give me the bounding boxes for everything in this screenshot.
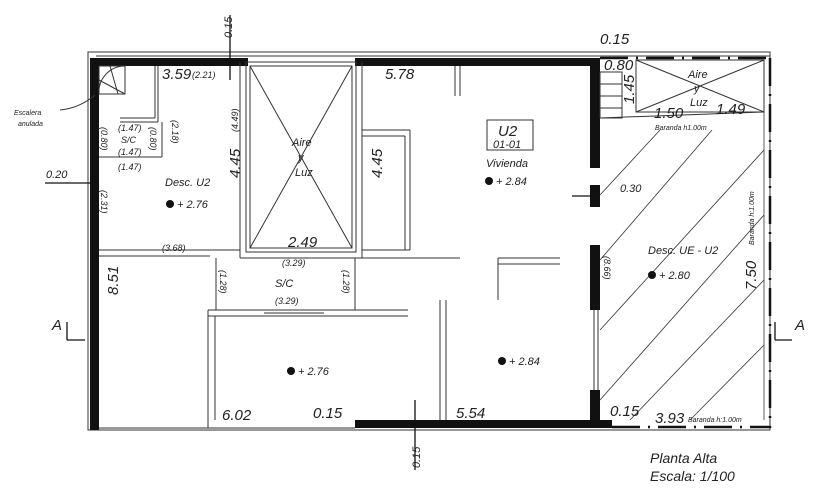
room-sc-mid: S/C <box>275 278 293 290</box>
dim-080: 0.80 <box>604 57 634 74</box>
outline <box>87 51 771 431</box>
room-desc-ue: Desc. UE - U2 <box>648 245 718 257</box>
dim-329a: (3.29) <box>282 258 306 268</box>
plan-scale: Escala: 1/100 <box>650 468 735 484</box>
dim-150: 1.50 <box>654 105 684 122</box>
aire-luz-1-l1: Aire <box>291 137 312 149</box>
dim-329b: (3.29) <box>275 296 299 306</box>
dim-right-top: 0.15 <box>600 31 630 48</box>
dim-sc-147a: (1.47) <box>118 123 142 133</box>
level-desc-u2: + 2.76 <box>177 199 209 211</box>
dim-030: 0.30 <box>620 183 642 195</box>
stair-icon <box>59 65 623 119</box>
dim-right-bottom: 0.15 <box>610 403 640 420</box>
section-marker-left: A <box>51 317 62 334</box>
interior-walls <box>99 61 560 428</box>
room-desc-u2: Desc. U2 <box>165 177 210 189</box>
section-marker-right: A <box>794 317 805 334</box>
unit-number: 01-01 <box>493 139 521 151</box>
level-markers <box>166 177 656 375</box>
dim-602: 6.02 <box>222 407 252 424</box>
dim-left-wall: 0.20 <box>46 169 68 181</box>
level-unit: + 2.84 <box>496 176 527 188</box>
aire-luz-2-l2: y <box>693 83 701 95</box>
terrace-hatch <box>599 112 765 421</box>
dim-149: 1.49 <box>716 101 746 118</box>
dim-sc-080b: (0.80) <box>148 127 158 151</box>
dim-578: 5.78 <box>385 66 415 83</box>
aire-luz-2-l3: Luz <box>690 97 708 109</box>
plan-title: Planta Alta <box>650 450 717 466</box>
dim-554: 5.54 <box>456 405 485 422</box>
dim-445b: 4.45 <box>369 148 386 178</box>
level-bottom-left: + 2.76 <box>298 366 330 378</box>
dim-851: 8.51 <box>105 266 122 295</box>
note-stair-2: anulada <box>18 121 43 128</box>
level-desc-ue: + 2.80 <box>659 270 691 282</box>
dim-231: (2.31) <box>99 190 109 214</box>
dim-bottom-wall: 0.15 <box>411 446 423 468</box>
aire-luz-1-l2: y <box>297 152 305 164</box>
aire-luz-shaft-1 <box>249 65 353 249</box>
dim-866: (8.66) <box>602 256 612 280</box>
dim-368: (3.68) <box>162 243 186 253</box>
aire-luz-2-l1: Aire <box>687 69 708 81</box>
railing-lines <box>600 56 772 429</box>
note-railing-top: Baranda h1.00m <box>655 125 707 132</box>
labels: 0.15 0.15 0.15 0.15 0.20 3.59 (2.21) (2.… <box>14 16 805 484</box>
dim-359: 3.59 <box>162 66 192 83</box>
level-bottom-right: + 2.84 <box>509 356 540 368</box>
dim-sc-147b: (1.47) <box>118 147 142 157</box>
dim-449: (4.49) <box>230 108 240 132</box>
dim-145: 1.45 <box>621 74 638 104</box>
room-sc-small: S/C <box>121 135 137 145</box>
dim-top-wall: 0.15 <box>223 16 235 38</box>
note-railing-side: Baranda h:1.00m <box>749 191 756 245</box>
dim-sc-080a: (0.80) <box>99 127 109 151</box>
unit-name: Vivienda <box>486 158 528 170</box>
aire-luz-1-l3: Luz <box>295 167 313 179</box>
aire-luz-shaft-2 <box>599 59 765 119</box>
dim-sc-147c: (1.47) <box>118 162 142 172</box>
dim-221: (2.21) <box>192 70 216 80</box>
dim-218: (2.18) <box>170 120 180 144</box>
dim-393: 3.93 <box>655 410 685 427</box>
dim-445a: 4.45 <box>227 148 244 178</box>
dim-249: 2.49 <box>287 234 318 251</box>
dimension-ticks <box>45 15 792 470</box>
note-railing-bottom: Baranda h:1.00m <box>688 417 742 424</box>
dim-750: 7.50 <box>743 260 760 290</box>
dim-015-mid: 0.15 <box>313 405 343 422</box>
dim-128a: (1.28) <box>218 270 228 294</box>
walls <box>90 58 612 430</box>
unit-code: U2 <box>498 123 518 140</box>
dim-128b: (1.28) <box>341 270 351 294</box>
note-stair: Escalera <box>14 110 41 117</box>
